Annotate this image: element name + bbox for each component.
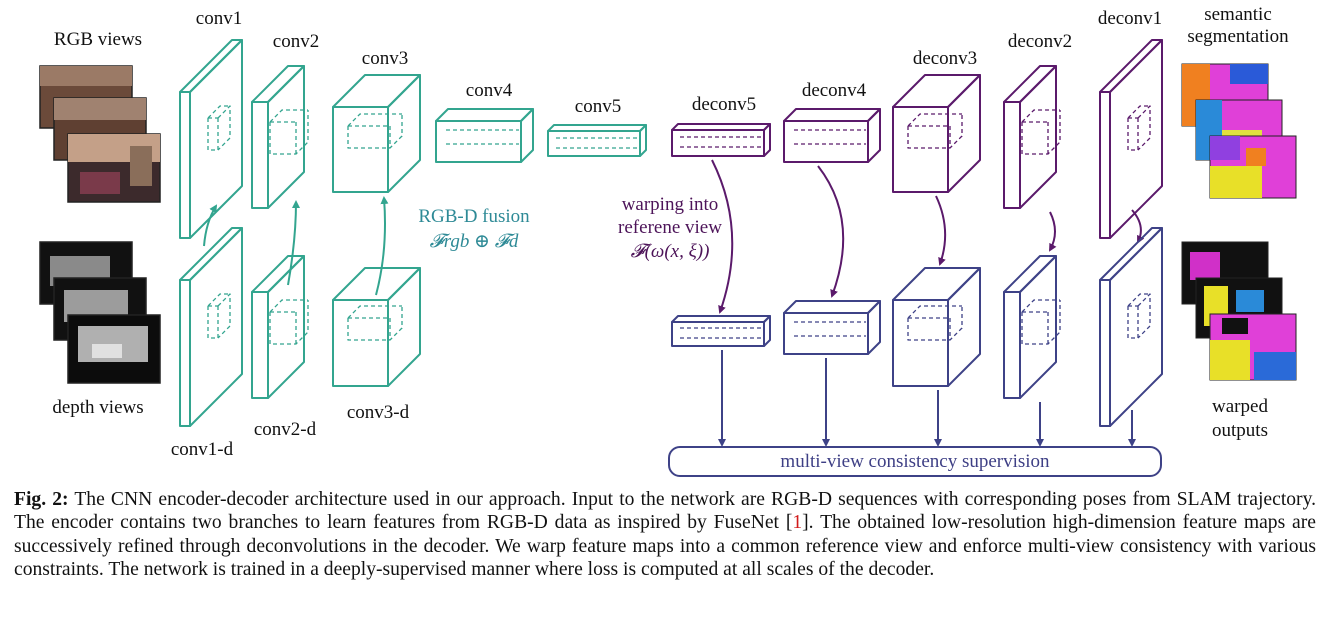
label-conv3: conv3: [362, 48, 408, 69]
label-deconv2: deconv2: [1008, 31, 1072, 52]
encoder: [179, 39, 647, 427]
supervision-box: [668, 446, 1162, 477]
warped-deconv5-block: [671, 315, 771, 347]
caption-text-1: The CNN encoder-decoder architecture use…: [14, 489, 1317, 534]
deconv5-block: [671, 123, 771, 157]
label-outputs: outputs: [1212, 420, 1268, 441]
label-segmentation: segmentation: [1187, 26, 1289, 47]
label-fusion-formula: 𝓕rgb ⊕ 𝓕d: [430, 231, 519, 252]
decoder-bottom: [668, 227, 1163, 477]
conv3-block: [332, 74, 421, 193]
segmentation-image-stack: [1181, 63, 1297, 199]
fusion-arrow-3: [375, 196, 389, 296]
depth-image-stack: [39, 241, 161, 384]
label-deconv1: deconv1: [1098, 8, 1162, 29]
conv2-d-block: [251, 255, 309, 399]
warp-arrow-3: [935, 195, 947, 266]
deconv4-block: [783, 108, 881, 163]
figure-caption: Fig. 2: The CNN encoder-decoder architec…: [14, 488, 1316, 582]
warped-deconv3-block: [892, 267, 981, 387]
conv3-d-block: [332, 267, 421, 387]
warped-output-stack: [1181, 241, 1297, 381]
fusion-arrow-1: [203, 204, 218, 247]
label-depth-views: depth views: [52, 397, 143, 418]
fusion-arrow-2: [287, 200, 300, 286]
warped-deconv1-block: [1099, 227, 1163, 427]
label-deconv3: deconv3: [913, 48, 977, 69]
label-deconv4: deconv4: [802, 80, 867, 101]
label-rgb-views: RGB views: [54, 29, 142, 50]
warp-arrow-2: [1049, 211, 1057, 252]
warp-arrow-5: [711, 159, 734, 314]
label-conv1-d: conv1-d: [171, 439, 234, 460]
warped-deconv2-block: [1003, 255, 1061, 399]
decoder-top: [671, 39, 1163, 314]
label-conv2: conv2: [273, 31, 319, 52]
label-conv4: conv4: [466, 80, 513, 101]
label-warped: warped: [1212, 396, 1268, 417]
label-deconv5: deconv5: [692, 94, 756, 115]
label-conv1: conv1: [196, 8, 242, 29]
label-warp-formula: 𝓕(ω(x, ξ)): [631, 241, 710, 262]
caption-text-2: ]. The obtained low-resolution high-dime…: [14, 512, 1316, 581]
label-supervision: multi-view consistency supervision: [780, 451, 1050, 472]
warped-deconv4-block: [783, 300, 881, 355]
warp-arrow-1: [1131, 209, 1145, 244]
label-fusion-title: RGB-D fusion: [418, 206, 530, 227]
caption-reference-link[interactable]: 1: [792, 512, 803, 534]
label-conv2-d: conv2-d: [254, 419, 317, 440]
label-warp-line2: referene view: [618, 217, 722, 238]
warp-arrow-4: [817, 165, 845, 298]
conv4-block: [435, 108, 534, 163]
label-conv3-d: conv3-d: [347, 402, 410, 423]
deconv2-block: [1003, 65, 1061, 209]
deconv3-block: [892, 74, 981, 193]
conv2-block: [251, 65, 309, 209]
conv1-block: [179, 39, 243, 239]
deconv1-block: [1099, 39, 1163, 239]
architecture-diagram: RGB views depth views conv1 conv2 conv3 …: [39, 4, 1297, 477]
conv5-block: [547, 124, 647, 157]
label-semantic: semantic: [1204, 4, 1272, 25]
rgb-image-stack: [39, 65, 161, 203]
conv1-d-block: [179, 227, 243, 427]
caption-label: Fig. 2:: [14, 489, 69, 510]
label-conv5: conv5: [575, 96, 621, 117]
label-warp-line1: warping into: [622, 194, 719, 215]
